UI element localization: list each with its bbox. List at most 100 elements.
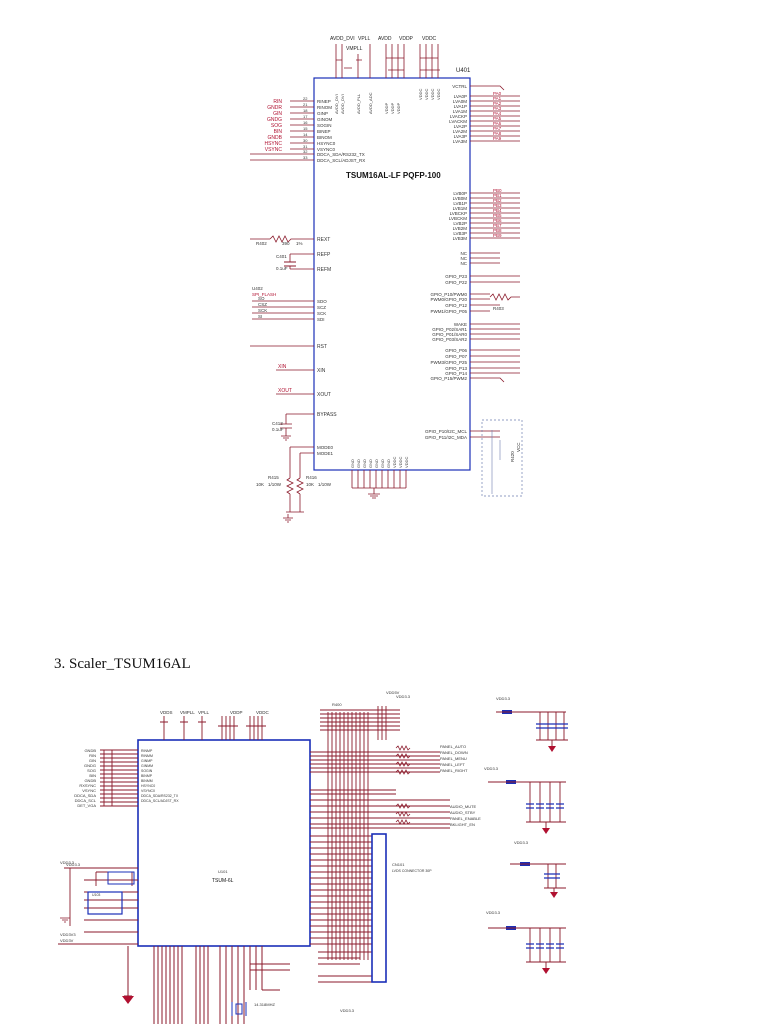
cap-c401 xyxy=(284,261,296,267)
input-gndg: GNDG xyxy=(267,117,282,123)
bottom-top-label-1: VDD5V xyxy=(386,690,400,695)
svg-text:AVDD_DVI: AVDD_DVI xyxy=(340,94,345,114)
clock-reset-block: RST XIN XIN XOUT XOUT BYPASS C413 0.1uF xyxy=(250,344,337,441)
pin-num-18: 18 xyxy=(303,108,308,113)
power-label-vddp: VDDP xyxy=(399,36,414,42)
pin-num-15: 15 xyxy=(303,126,308,131)
power-pill-1: VDD3.3 xyxy=(496,696,511,701)
pin-lvbckm: LVBCKM xyxy=(449,216,467,221)
power-label-vddc: VDDC xyxy=(422,36,437,42)
svg-text:VDDC: VDDC xyxy=(424,89,429,100)
input-vsync: VSYNC xyxy=(265,147,283,153)
pin-nc-1: NC xyxy=(461,256,468,261)
right-lvb-group: LVB0P LVB0M LVB1P LVB1M LVBCKP LVBCKM LV… xyxy=(449,188,520,241)
pin-lvb3p: LVB3P xyxy=(453,231,467,236)
spi-chip-ref: U402 xyxy=(252,286,263,291)
svg-text:DDCA_SDA/RS232_TX: DDCA_SDA/RS232_TX xyxy=(141,794,179,798)
net-pa7: PA7 xyxy=(493,126,502,131)
left-input-group: RIN GNDR GIN GNDG SOG BIN GNDB HSYNC VSY… xyxy=(250,96,365,163)
top-power-wires xyxy=(335,44,440,78)
pin-gpio-p03-sar2: GPIO_P03/SAR2 xyxy=(432,337,467,342)
r415-ref: R415 xyxy=(268,475,279,480)
top-pin-names: AVDD_DVI AVDD_DVI AVDD_PLL AVDD_ADC VDDP… xyxy=(334,89,441,114)
bottom-vddc-0: VDDC xyxy=(392,457,397,468)
pin-scz: SCZ xyxy=(317,305,326,310)
spi-side-sck: SCK xyxy=(258,308,267,313)
net-pb1: PB1 xyxy=(493,193,502,198)
power-filter-4: VDD3.3 xyxy=(486,910,566,974)
net-pa6: PA6 xyxy=(493,121,502,126)
svg-text:VSYNC0: VSYNC0 xyxy=(141,789,155,793)
net-pa5: PA5 xyxy=(493,116,502,121)
pin-sdo: SDO xyxy=(317,299,327,304)
bottom-schematic: U101 TSUM-6L VDDS VMPLL VPLL VDDP VDDC G… xyxy=(58,690,568,1024)
power-filter-2: VDD3.3 xyxy=(484,766,566,834)
bottom-down-wires xyxy=(124,946,290,1024)
pin-gpio-p06: GPIO_P06 xyxy=(445,348,467,353)
pin-gpio-p10-pwm0: GPIO_P10/PWM0 xyxy=(430,292,467,297)
top-schematic: U401 TSUM16AL-LF PQFP-100 AVDD_DVI VPLL … xyxy=(250,36,523,523)
dashed-peripheral-box xyxy=(481,419,523,497)
input-hsync: HSYNC xyxy=(264,141,282,147)
svg-text:RIN: RIN xyxy=(89,753,96,758)
svg-text:PANEL_ENABLE: PANEL_ENABLE xyxy=(450,816,481,821)
spi-flash-block: U402 SPI_FLASH SO CSZ SCK SI SDO SCZ SCK… xyxy=(252,286,327,322)
pin-lvb1m: LVB1M xyxy=(453,206,468,211)
ground-arrow-4 xyxy=(542,968,550,974)
power-filter-3: VDD3.3 xyxy=(510,840,566,898)
ground-symbol-left xyxy=(60,917,70,923)
svg-text:DDCA_SDA: DDCA_SDA xyxy=(74,793,96,798)
svg-text:RINMM: RINMM xyxy=(141,754,153,758)
right-gpio-group: R403 NC NC NC GPIO_P23 GPIO_P22 GPIO_P10… xyxy=(425,251,523,497)
svg-text:VDDS: VDDS xyxy=(160,710,173,715)
pin-lvb1p: LVB1P xyxy=(453,201,467,206)
pin-rinom: RINOM xyxy=(317,105,332,110)
right-lva-group: VCTRL LVA0P LVA0M LVA1P LVA1M LVACKP LVA… xyxy=(449,84,520,144)
svg-text:VPLL: VPLL xyxy=(198,710,210,715)
power-filter-1: VDD3.3 xyxy=(496,696,568,752)
pin-num-30: 30 xyxy=(303,138,308,143)
pin-num-32: 32 xyxy=(303,149,308,154)
bottom-gnd-3: GND xyxy=(368,459,373,468)
net-pa3: PA3 xyxy=(493,106,502,111)
top-ic-ref: U401 xyxy=(456,68,471,74)
power-label-avdd: AVDD xyxy=(378,36,392,42)
net-pa4: PA4 xyxy=(493,111,502,116)
rext-resistor xyxy=(269,235,296,243)
ground-symbol-mode xyxy=(283,514,293,523)
bottom-gnd-1: GND xyxy=(356,459,361,468)
rext-res-ref: R402 xyxy=(256,241,267,246)
pin-bypass: BYPASS xyxy=(317,412,337,418)
pin-ginom: GINOM xyxy=(317,117,333,122)
pin-gpio-p15-pwm2: GPIO_P15/PWM2 xyxy=(430,376,467,381)
pin-rinep: RINEP xyxy=(317,99,331,104)
pin-gpio-p02-sar1: GPIO_P02/SAR1 xyxy=(432,327,467,332)
mode-resistors: MODE0 MODE1 R415 10K 1/10W R416 10K 1/10… xyxy=(256,445,334,523)
pin-lva2m: LVA2M xyxy=(453,129,467,134)
svg-text:PANEL_LEFT: PANEL_LEFT xyxy=(440,762,465,767)
pin-ddca-sda: DDCA_SDA/RS232_TX xyxy=(317,152,365,157)
svg-text:R400: R400 xyxy=(332,702,342,707)
pin-gpio-p23: GPIO_P23 xyxy=(445,274,467,279)
svg-text:14.318MHZ: 14.318MHZ xyxy=(254,1002,275,1007)
pin-lvbckp: LVBCKP xyxy=(450,211,467,216)
power-label-avdd-dvi: AVDD_DVI xyxy=(330,36,355,42)
svg-text:AUDIO_STBY: AUDIO_STBY xyxy=(450,810,476,815)
svg-text:BINMM: BINMM xyxy=(141,779,153,783)
net-pa9: PA9 xyxy=(493,136,502,141)
svg-text:VDD3.3: VDD3.3 xyxy=(66,862,81,867)
bottom-gnd-5: GND xyxy=(380,459,385,468)
bottom-right-bus xyxy=(310,706,450,983)
pin-num-22: 22 xyxy=(303,96,308,101)
pin-lvb0m: LVB0M xyxy=(453,196,468,201)
pin-rst: RST xyxy=(317,344,327,350)
bottom-ic-body xyxy=(137,739,311,947)
rext-network: R402 390 1% REXT REFP REFM C401 0.1uF xyxy=(250,235,331,273)
svg-text:PANEL_DOWN: PANEL_DOWN xyxy=(440,750,468,755)
pin-num-31: 31 xyxy=(303,144,308,149)
xin-net: XIN xyxy=(278,364,287,370)
bottom-left-inputs: GNDB RIN GIN GNDG SOG BIN GNDB RXSYNC VS… xyxy=(74,748,179,808)
lvds-connector-desc: LVDS CONNECTOR 30P xyxy=(392,869,432,873)
svg-text:BKLIGHT_EN: BKLIGHT_EN xyxy=(450,822,475,827)
pin-vctrl: VCTRL xyxy=(452,84,467,89)
